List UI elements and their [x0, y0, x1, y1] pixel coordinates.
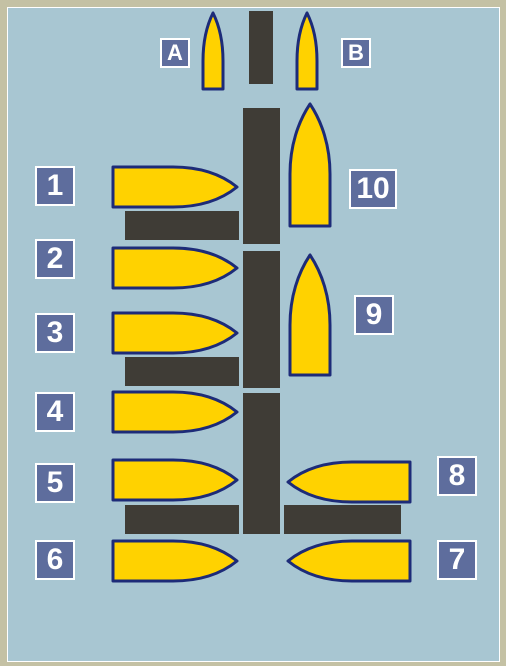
main-pier-segment-top [243, 108, 280, 244]
main-pier-segment-bottom [243, 393, 280, 534]
marina-board: A B 1 2 3 4 5 6 10 9 8 7 [7, 7, 500, 662]
label-b: B [341, 38, 371, 68]
finger-pier-left-2 [125, 357, 239, 386]
finger-pier-right [284, 505, 401, 534]
label-6: 6 [35, 540, 75, 580]
label-1: 1 [35, 166, 75, 206]
boat-10[interactable] [289, 104, 331, 228]
boat-b[interactable] [296, 13, 318, 91]
label-7: 7 [437, 540, 477, 580]
entrance-pier [249, 11, 273, 84]
boat-6[interactable] [111, 540, 239, 582]
label-3: 3 [35, 313, 75, 353]
finger-pier-left-3 [125, 505, 239, 534]
boat-8[interactable] [286, 461, 412, 503]
finger-pier-left-1 [125, 211, 239, 240]
boat-5[interactable] [111, 459, 239, 501]
label-a: A [160, 38, 190, 68]
label-5: 5 [35, 463, 75, 503]
label-4: 4 [35, 392, 75, 432]
boat-9[interactable] [289, 255, 331, 377]
label-9: 9 [354, 295, 394, 335]
boat-1[interactable] [111, 166, 239, 208]
label-2: 2 [35, 239, 75, 279]
label-10: 10 [349, 169, 397, 209]
label-8: 8 [437, 456, 477, 496]
main-pier-segment-middle [243, 251, 280, 388]
boat-7[interactable] [286, 540, 412, 582]
boat-4[interactable] [111, 391, 239, 433]
boat-2[interactable] [111, 247, 239, 289]
boat-3[interactable] [111, 312, 239, 354]
boat-a[interactable] [202, 13, 224, 91]
